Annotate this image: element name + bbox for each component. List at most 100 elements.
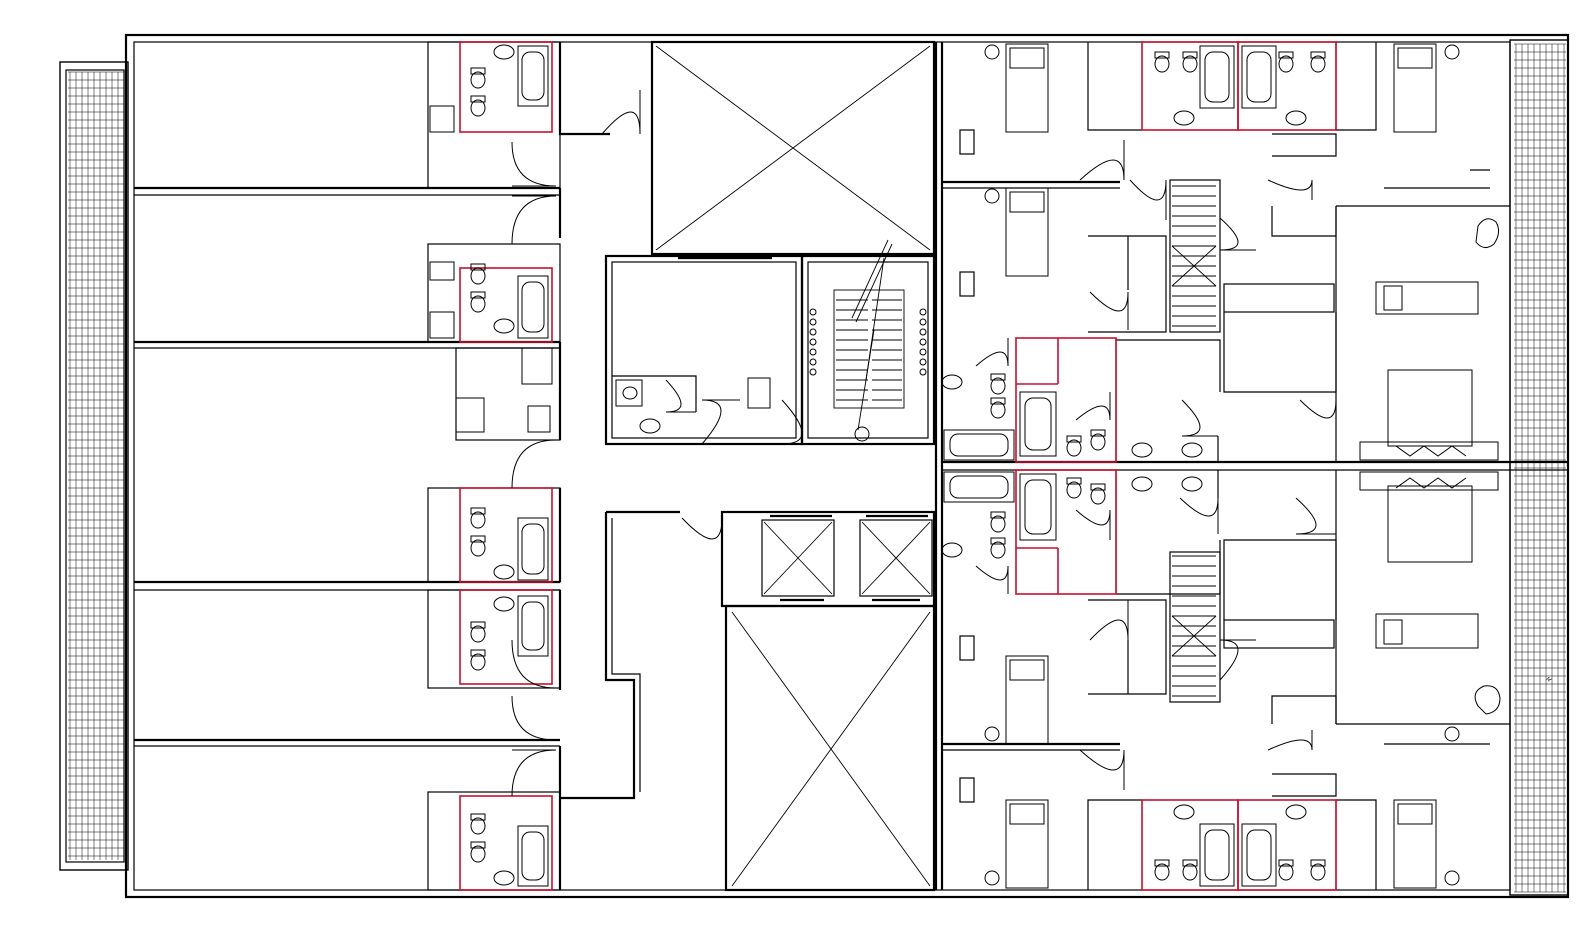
door-swing (1129, 179, 1167, 201)
toilet-tank (990, 373, 1006, 381)
rail-post (809, 348, 817, 356)
toilet-tank (1310, 859, 1326, 867)
toilet-tank (1066, 435, 1082, 443)
door-swing (1181, 399, 1201, 437)
door-swing (1219, 217, 1239, 251)
toilet-tank (470, 535, 486, 543)
toilet-bowl (470, 539, 486, 557)
washbasin (493, 870, 515, 886)
toilet-tank (990, 537, 1006, 545)
toilet-tank (470, 621, 486, 629)
rail-post (919, 348, 927, 356)
door-swing (975, 565, 1009, 581)
door-swing (1079, 749, 1125, 771)
toilet-tank (470, 95, 486, 103)
toilet-tank (470, 841, 486, 849)
toilet-tank (470, 507, 486, 515)
round-fixture (1444, 44, 1460, 60)
toilet-bowl (470, 817, 486, 835)
pillow (1397, 803, 1433, 825)
toilet-bowl (1278, 863, 1294, 881)
single-bed (1005, 799, 1049, 889)
toilet-tank (470, 649, 486, 657)
door-swing (511, 749, 557, 797)
toilet-tank (1090, 483, 1106, 491)
door-swing (1295, 497, 1317, 535)
toilet-tank (1278, 859, 1294, 867)
washbasin (1131, 442, 1153, 458)
toilet-tank (1278, 51, 1294, 59)
toilet-tank (1310, 51, 1326, 59)
pillow (1009, 659, 1045, 681)
rail-post (809, 358, 817, 366)
toilet-tank (1154, 859, 1170, 867)
single-bed (1005, 655, 1049, 745)
toilet-tank (1090, 429, 1106, 437)
toilet-bowl (1310, 863, 1326, 881)
round-fixture (984, 188, 1000, 204)
rail-post (809, 318, 817, 326)
door-swing (1075, 405, 1111, 421)
single-bed (1393, 799, 1437, 889)
toilet-bowl (990, 401, 1006, 419)
toilet-bowl (1090, 487, 1106, 505)
door-swing (511, 439, 557, 489)
single-bed (1005, 187, 1049, 277)
stair-break (1171, 615, 1217, 657)
toilet-bowl (1278, 55, 1294, 73)
door-swing (1299, 399, 1337, 419)
right-toilets (941, 51, 1326, 881)
washbasin (1285, 110, 1307, 126)
toilet-tank (1154, 51, 1170, 59)
washbasin (493, 44, 515, 60)
door-swing (511, 195, 557, 245)
toilet-tank (1066, 477, 1082, 485)
single-bed (1005, 43, 1049, 133)
toilet-bowl (1182, 863, 1198, 881)
washbasin (1173, 804, 1195, 820)
toilet-tank (470, 67, 486, 75)
edge-mark: ∻ (1545, 675, 1553, 685)
door-swing (1219, 639, 1239, 681)
left-bathrooms (459, 41, 553, 891)
single-bed (1393, 43, 1437, 133)
door-swing (665, 379, 682, 413)
toilet-bowl (470, 295, 486, 313)
round-fixture (984, 726, 1000, 742)
unit-staircases (1171, 185, 1217, 697)
toilet-bowl (990, 377, 1006, 395)
rail-post (809, 338, 817, 346)
stair-break (1171, 245, 1217, 287)
round-fixture (1444, 870, 1460, 886)
door-swing (781, 399, 803, 445)
door-swing (1079, 159, 1125, 181)
door-swing (511, 695, 557, 741)
toilet-bowl (470, 653, 486, 671)
toilet-bowl (1066, 439, 1082, 457)
toilet-bowl (470, 71, 486, 89)
right-bathrooms (941, 41, 1337, 891)
doors (511, 90, 1337, 797)
rail-post (919, 368, 927, 376)
door-swing (975, 351, 1009, 367)
washbasin (493, 564, 515, 580)
central-core (558, 40, 936, 892)
pillow (1397, 47, 1433, 69)
left-apartments (134, 41, 561, 891)
washbasin (1285, 804, 1307, 820)
washbasin (1181, 442, 1203, 458)
outer-walls (124, 33, 1570, 899)
round-fixture (984, 44, 1000, 60)
right-balcony (1509, 39, 1569, 896)
beds (1005, 43, 1437, 889)
toilet-bowl (1310, 55, 1326, 73)
door-swing (681, 517, 723, 540)
toilet-bowl (470, 267, 486, 285)
washbasin (1173, 110, 1195, 126)
door-swing (511, 141, 557, 187)
rail-post (919, 358, 927, 366)
toilet-bowl (990, 541, 1006, 559)
toilet-tank (990, 397, 1006, 405)
door-swing (601, 111, 641, 135)
